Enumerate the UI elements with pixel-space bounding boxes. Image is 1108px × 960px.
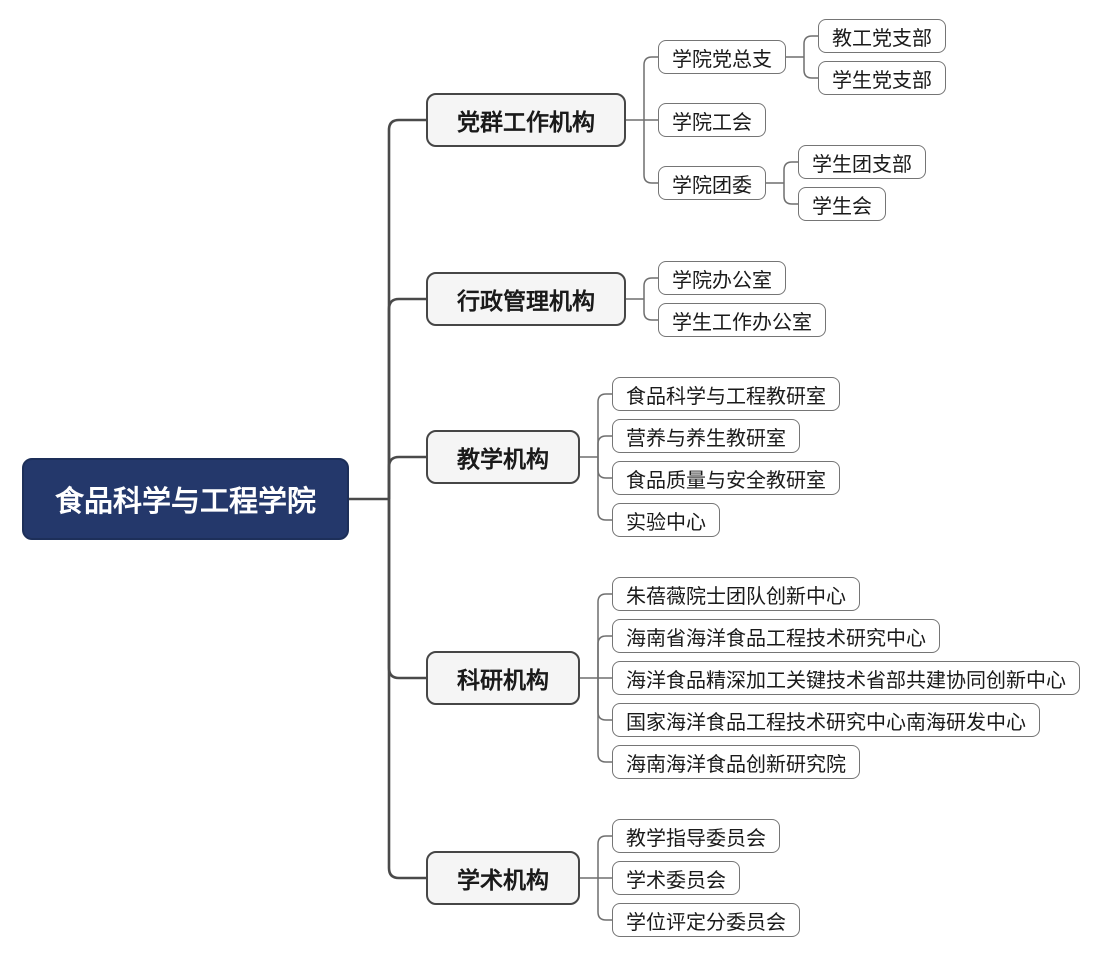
branch-node-2: 行政管理机构 [426,272,626,326]
leaf-node: 海南省海洋食品工程技术研究中心 [612,619,940,653]
leaf-node: 教学指导委员会 [612,819,780,853]
child-connector [803,57,818,79]
child-connector [597,435,612,457]
leaf-node: 国家海洋食品工程技术研究中心南海研发中心 [612,703,1040,737]
child-connector [597,457,612,479]
leaf-node: 教工党支部 [818,19,946,53]
child-connector [643,277,658,299]
leaf-node: 学院团委 [658,166,766,200]
branch-connector [387,499,426,880]
leaf-node: 学生会 [798,187,886,221]
leaf-node: 学院工会 [658,103,766,137]
child-connector [597,457,612,521]
branch-connector [387,499,426,680]
branch-connector [387,297,426,499]
branch-node-4: 科研机构 [426,651,580,705]
leaf-node: 学院党总支 [658,40,786,74]
leaf-node: 海南海洋食品创新研究院 [612,745,860,779]
child-connector [597,593,612,678]
child-connector [597,878,612,921]
leaf-node: 朱蓓薇院士团队创新中心 [612,577,860,611]
leaf-node: 学生党支部 [818,61,946,95]
branch-connector [387,118,426,499]
child-connector [783,183,798,205]
child-connector [597,393,612,457]
child-connector [783,161,798,183]
branch-node-5: 学术机构 [426,851,580,905]
child-connector [597,678,612,721]
child-connector [803,35,818,57]
child-connector [597,835,612,878]
child-connector [643,120,658,184]
branch-connector [387,455,426,499]
child-connector [643,299,658,321]
branch-node-1: 党群工作机构 [426,93,626,147]
child-connector [597,635,612,678]
leaf-node: 食品科学与工程教研室 [612,377,840,411]
leaf-node: 实验中心 [612,503,720,537]
root-node: 食品科学与工程学院 [22,458,350,540]
leaf-node: 学生工作办公室 [658,303,826,337]
leaf-node: 学生团支部 [798,145,926,179]
leaf-node: 食品质量与安全教研室 [612,461,840,495]
child-connector [643,56,658,120]
branch-node-3: 教学机构 [426,430,580,484]
leaf-node: 学院办公室 [658,261,786,295]
leaf-node: 学术委员会 [612,861,740,895]
child-connector [597,678,612,763]
leaf-node: 营养与养生教研室 [612,419,800,453]
leaf-node: 学位评定分委员会 [612,903,800,937]
leaf-node: 海洋食品精深加工关键技术省部共建协同创新中心 [612,661,1080,695]
